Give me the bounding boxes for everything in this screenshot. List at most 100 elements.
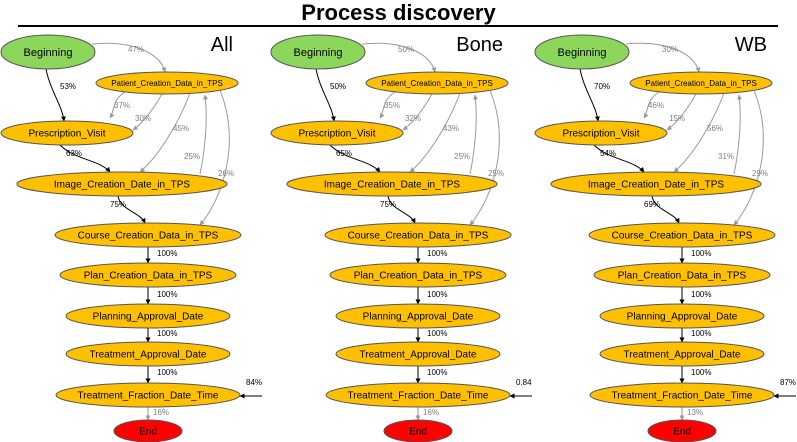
edge-patient-to-prescription-b — [132, 93, 163, 131]
edge-patient-to-prescription-a — [643, 91, 660, 119]
node-prescription — [0, 120, 134, 146]
edge-label-patient-to-prescription-b: 32% — [405, 114, 421, 123]
node-fraction — [325, 382, 511, 408]
edge-patient-to-course — [733, 89, 764, 226]
figure-title: Process discovery — [301, 0, 496, 25]
node-label-image: Image_Creation_Date_in_TPS — [588, 180, 725, 191]
node-label-fraction: Treatment_Fraction_Date_Time — [612, 391, 753, 402]
edge-label-begin-to-prescription: 70% — [594, 82, 610, 91]
edge-label-image-to-course: 75% — [110, 200, 126, 209]
node-beginning — [0, 34, 96, 70]
node-end — [113, 419, 183, 442]
node-prescription — [534, 120, 668, 146]
edge-patient-to-image — [409, 92, 461, 173]
node-label-plan: Plan_Creation_Data_in_TPS — [354, 271, 483, 282]
edge-begin-to-patient — [625, 42, 701, 73]
node-label-treatment: Treatment_Approval_Date — [90, 350, 207, 361]
node-label-image: Image_Creation_Date_in_TPS — [324, 180, 461, 191]
edge-image-to-patient — [199, 94, 209, 175]
edge-label-begin-to-patient: 47% — [128, 45, 144, 54]
node-plan — [593, 262, 771, 288]
edge-begin-to-patient — [91, 42, 167, 73]
node-label-end: End — [139, 427, 157, 438]
edge-begin-to-prescription — [45, 68, 66, 122]
edge-label-planning-to-treatment: 100% — [691, 329, 711, 338]
edge-begin-to-prescription — [315, 68, 336, 122]
node-plan — [329, 262, 507, 288]
node-label-planning: Planning_Approval_Date — [93, 312, 204, 323]
node-planning — [599, 303, 765, 329]
node-fraction — [55, 382, 241, 408]
edge-label-plan-to-planning: 100% — [157, 290, 177, 299]
node-course — [324, 222, 512, 248]
edge-image-to-course — [387, 195, 416, 224]
node-label-treatment: Treatment_Approval_Date — [360, 350, 477, 361]
node-treatment — [335, 341, 501, 367]
edge-label-fraction-loop: 87% — [780, 378, 796, 387]
node-label-beginning: Beginning — [294, 47, 343, 59]
edge-label-patient-to-image: 43% — [443, 124, 459, 133]
edge-label-image-to-patient: 25% — [184, 152, 200, 161]
edge-label-course-to-plan: 100% — [157, 249, 177, 258]
process-map-panel-wb: WB30%70%46%15%56%31%29%54%69%100%100%100… — [534, 34, 796, 442]
edge-label-patient-to-course: 29% — [752, 169, 768, 178]
edge-label-image-to-course: 75% — [380, 200, 396, 209]
edge-label-patient-to-prescription-a: 46% — [648, 101, 664, 110]
edge-patient-to-image — [673, 92, 725, 173]
node-fraction — [589, 382, 775, 408]
edge-label-treatment-to-fraction: 100% — [157, 368, 177, 377]
node-label-patient: Patient_Creation_Data_in_TPS — [381, 79, 493, 88]
node-course — [588, 222, 776, 248]
edge-image-to-course — [651, 195, 680, 224]
node-course — [54, 222, 242, 248]
edge-patient-to-prescription-b — [402, 93, 433, 131]
edge-label-image-to-patient: 31% — [718, 152, 734, 161]
node-label-treatment: Treatment_Approval_Date — [624, 350, 741, 361]
edge-label-begin-to-patient: 50% — [398, 45, 414, 54]
node-end — [647, 419, 717, 442]
node-label-course: Course_Creation_Data_in_TPS — [348, 231, 489, 242]
edge-label-patient-to-prescription-b: 15% — [669, 114, 685, 123]
node-beginning — [270, 34, 366, 70]
edge-label-plan-to-planning: 100% — [691, 290, 711, 299]
edge-label-fraction-loop: 84% — [246, 378, 262, 387]
node-label-end: End — [409, 427, 427, 438]
edge-label-prescription-to-image: 63% — [66, 149, 82, 158]
edge-label-begin-to-patient: 30% — [662, 45, 678, 54]
title-underline — [18, 25, 778, 27]
node-label-beginning: Beginning — [24, 47, 73, 59]
node-plan — [59, 262, 237, 288]
edge-label-patient-to-prescription-b: 30% — [135, 114, 151, 123]
panel-label: WB — [735, 34, 767, 56]
node-label-patient: Patient_Creation_Data_in_TPS — [645, 79, 757, 88]
node-label-fraction: Treatment_Fraction_Date_Time — [78, 391, 219, 402]
process-map-panel-bone: Bone50%50%35%32%43%25%25%65%75%100%100%1… — [270, 34, 532, 442]
edge-label-plan-to-planning: 100% — [427, 290, 447, 299]
edge-begin-to-prescription — [579, 68, 600, 122]
node-patient — [629, 71, 773, 95]
edge-begin-to-patient — [361, 42, 437, 73]
edge-label-prescription-to-image: 65% — [336, 149, 352, 158]
edge-image-to-patient — [733, 94, 743, 175]
edge-label-fraction-loop: 0.84 — [516, 378, 532, 387]
node-image — [550, 171, 762, 197]
edge-label-image-to-course: 69% — [644, 200, 660, 209]
node-label-planning: Planning_Approval_Date — [627, 312, 738, 323]
node-prescription — [270, 120, 404, 146]
edge-label-patient-to-prescription-a: 35% — [384, 101, 400, 110]
edge-label-fraction-to-end: 16% — [153, 408, 169, 417]
edge-patient-to-image — [139, 92, 191, 173]
edge-patient-to-course — [199, 89, 230, 226]
node-planning — [335, 303, 501, 329]
node-label-prescription: Prescription_Visit — [562, 129, 639, 140]
node-label-planning: Planning_Approval_Date — [363, 312, 474, 323]
edge-patient-to-course — [469, 89, 500, 226]
edge-prescription-to-image — [329, 144, 381, 173]
edge-label-fraction-to-end: 16% — [423, 408, 439, 417]
edge-label-patient-to-prescription-a: 37% — [114, 101, 130, 110]
panel-label: All — [211, 34, 233, 56]
node-patient — [95, 71, 239, 95]
edge-patient-to-prescription-a — [109, 91, 126, 119]
edge-prescription-to-image — [59, 144, 111, 173]
